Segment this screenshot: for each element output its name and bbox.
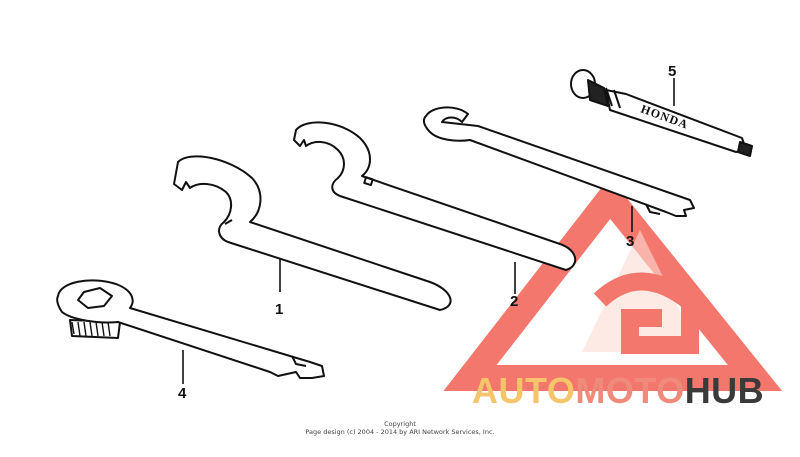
callout-5: 5	[668, 63, 676, 80]
copyright-line: Page design (c) 2004 - 2014 by ARI Netwo…	[305, 428, 495, 436]
box-wrench-4	[56, 279, 325, 379]
callout-3: 3	[626, 233, 634, 250]
callout-4: 4	[178, 385, 187, 402]
leader-lines	[182, 78, 675, 384]
copyright-title: Copyright	[384, 420, 416, 428]
open-end-wrench-3	[422, 106, 695, 217]
watermark-brand: AUTOMOTOHUB	[472, 370, 764, 412]
hook-wrench-1	[173, 155, 452, 311]
watermark-part-hub: HUB	[684, 370, 765, 411]
screwdriver-5	[570, 69, 753, 157]
callout-1: 1	[275, 301, 283, 318]
watermark-part-auto: AUTO	[472, 370, 576, 411]
hook-wrench-2	[293, 121, 576, 271]
watermark-part-moto: MOTO	[575, 370, 685, 411]
watermark-triangle-logo	[443, 177, 783, 391]
callout-2: 2	[510, 293, 518, 310]
